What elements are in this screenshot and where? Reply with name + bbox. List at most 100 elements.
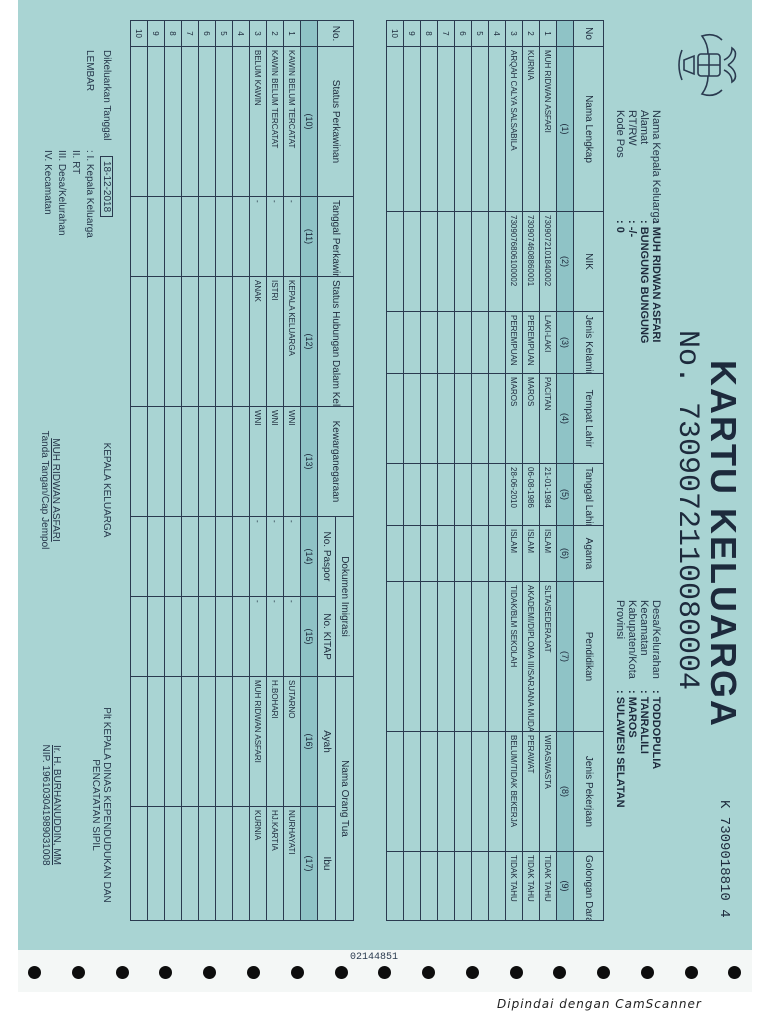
table-cell	[488, 211, 506, 312]
table-cell	[471, 373, 489, 464]
table-cell: TIDAK/BLM SEKOLAH	[505, 581, 523, 732]
perforation-hole	[247, 966, 260, 979]
table-cell	[471, 581, 489, 732]
table-cell	[164, 676, 182, 807]
table-cell: MAROS	[505, 373, 523, 464]
perforation-hole	[291, 966, 304, 979]
members-table: No Nama Lengkap NIK Jenis Kelamin Tempat…	[386, 20, 604, 921]
serial-number: K 7309018810 4	[716, 800, 732, 918]
table-cell	[488, 525, 506, 582]
table-cell: PEREMPUAN	[522, 311, 540, 374]
table-cell	[215, 276, 233, 407]
table-cell	[181, 516, 199, 597]
header-row: Desa/Kelurahan: TODDOPULIA	[650, 600, 662, 770]
header-row: Kode Pos: 0	[614, 110, 626, 233]
dinas-signature: Plt KEPALA DINAS KEPENDUDUKAN DAN PENCAT…	[40, 690, 112, 920]
scanner-watermark: Dipindai dengan CamScanner	[497, 997, 702, 1011]
column-number: (5)	[556, 463, 574, 526]
paper-stamp: 02144851	[350, 952, 399, 963]
perforation-hole	[728, 966, 741, 979]
table-row: 4	[488, 20, 506, 921]
column-number: (2)	[556, 211, 574, 312]
lembar-block: LEMBAR : I. Kepala Keluarga II. RT III. …	[40, 50, 96, 238]
table-row: 6	[198, 20, 216, 921]
table-cell	[198, 196, 216, 277]
table-cell	[181, 806, 199, 921]
table-cell: TIDAK TAHU	[505, 851, 523, 921]
table-cell: TIDAK TAHU	[522, 851, 540, 921]
col-tempat-lahir: Tempat Lahir	[573, 373, 604, 464]
column-number: (11)	[300, 196, 318, 277]
table-cell: 7	[181, 20, 199, 47]
column-number: (9)	[556, 851, 574, 921]
table-cell	[198, 276, 216, 407]
table-cell: 3	[505, 20, 523, 47]
table-cell	[215, 676, 233, 807]
dinas-nip: NIP. 196103041989031008	[40, 744, 51, 866]
table-row: 8	[420, 20, 438, 921]
table-cell	[420, 373, 438, 464]
perforation-hole	[510, 966, 523, 979]
table-row: 10	[386, 20, 404, 921]
table-cell	[471, 46, 489, 212]
table-cell	[164, 46, 182, 197]
table-cell	[454, 211, 472, 312]
table-cell	[232, 46, 250, 197]
column-number: (1)	[556, 46, 574, 212]
column-number: (17)	[300, 806, 318, 921]
lembar-label: LEMBAR	[84, 50, 95, 92]
perforation-hole	[685, 966, 698, 979]
table-cell: 28-06-2010	[505, 463, 523, 526]
table-cell	[130, 676, 148, 807]
header-row: Nama Kepala Keluarga: MUH RIDWAN ASFARI	[650, 110, 662, 343]
lembar-item: II. RT	[70, 150, 81, 175]
perforation-hole	[335, 966, 348, 979]
perforation-hole	[597, 966, 610, 979]
table-cell: WNI	[249, 406, 267, 517]
table-cell	[198, 806, 216, 921]
col-nama: Nama Lengkap	[573, 46, 604, 212]
table-cell: TIDAK TAHU	[539, 851, 557, 921]
table-cell	[232, 516, 250, 597]
issued-label: Dikeluarkan Tanggal	[101, 50, 112, 141]
table-cell	[215, 516, 233, 597]
table-cell	[181, 406, 199, 517]
table-cell	[130, 596, 148, 677]
header-left: Nama Kepala Keluarga: MUH RIDWAN ASFARI …	[614, 110, 662, 343]
table-row: 4	[232, 20, 250, 921]
col-ibu: Ibu	[317, 806, 336, 921]
table-cell: 8	[164, 20, 182, 47]
table-cell	[488, 463, 506, 526]
table-cell: ISLAM	[539, 525, 557, 582]
table-cell: -	[266, 516, 284, 597]
table-cell	[386, 463, 404, 526]
table-cell: 10	[130, 20, 148, 47]
table-row: 6	[454, 20, 472, 921]
table-cell	[488, 731, 506, 852]
table-cell: MUH RIDWAN ASFARI	[249, 676, 267, 807]
perforation-hole	[116, 966, 129, 979]
table-cell	[215, 196, 233, 277]
table-cell: 4	[488, 20, 506, 47]
table-cell: KAWIN BELUM TERCATAT	[266, 46, 284, 197]
table-cell	[232, 596, 250, 677]
table-cell	[403, 211, 421, 312]
table-cell	[471, 851, 489, 921]
table-cell	[386, 46, 404, 212]
table-cell: 9	[403, 20, 421, 47]
table-cell: KURNIA	[522, 46, 540, 212]
table-cell: MAROS	[522, 373, 540, 464]
header-row: Alamat: BUNGUNG BUNGUNG	[638, 110, 650, 344]
table-cell	[147, 196, 165, 277]
table-cell	[181, 196, 199, 277]
table-cell: 4	[232, 20, 250, 47]
table-row: 5	[471, 20, 489, 921]
header-right: Desa/Kelurahan: TODDOPULIA Kecamatan: TA…	[614, 600, 662, 808]
table-cell: NURHAYATI	[283, 806, 301, 921]
table-cell	[454, 311, 472, 374]
column-number: (13)	[300, 406, 318, 517]
dinas-title: PENCATATAN SIPIL	[90, 759, 101, 851]
